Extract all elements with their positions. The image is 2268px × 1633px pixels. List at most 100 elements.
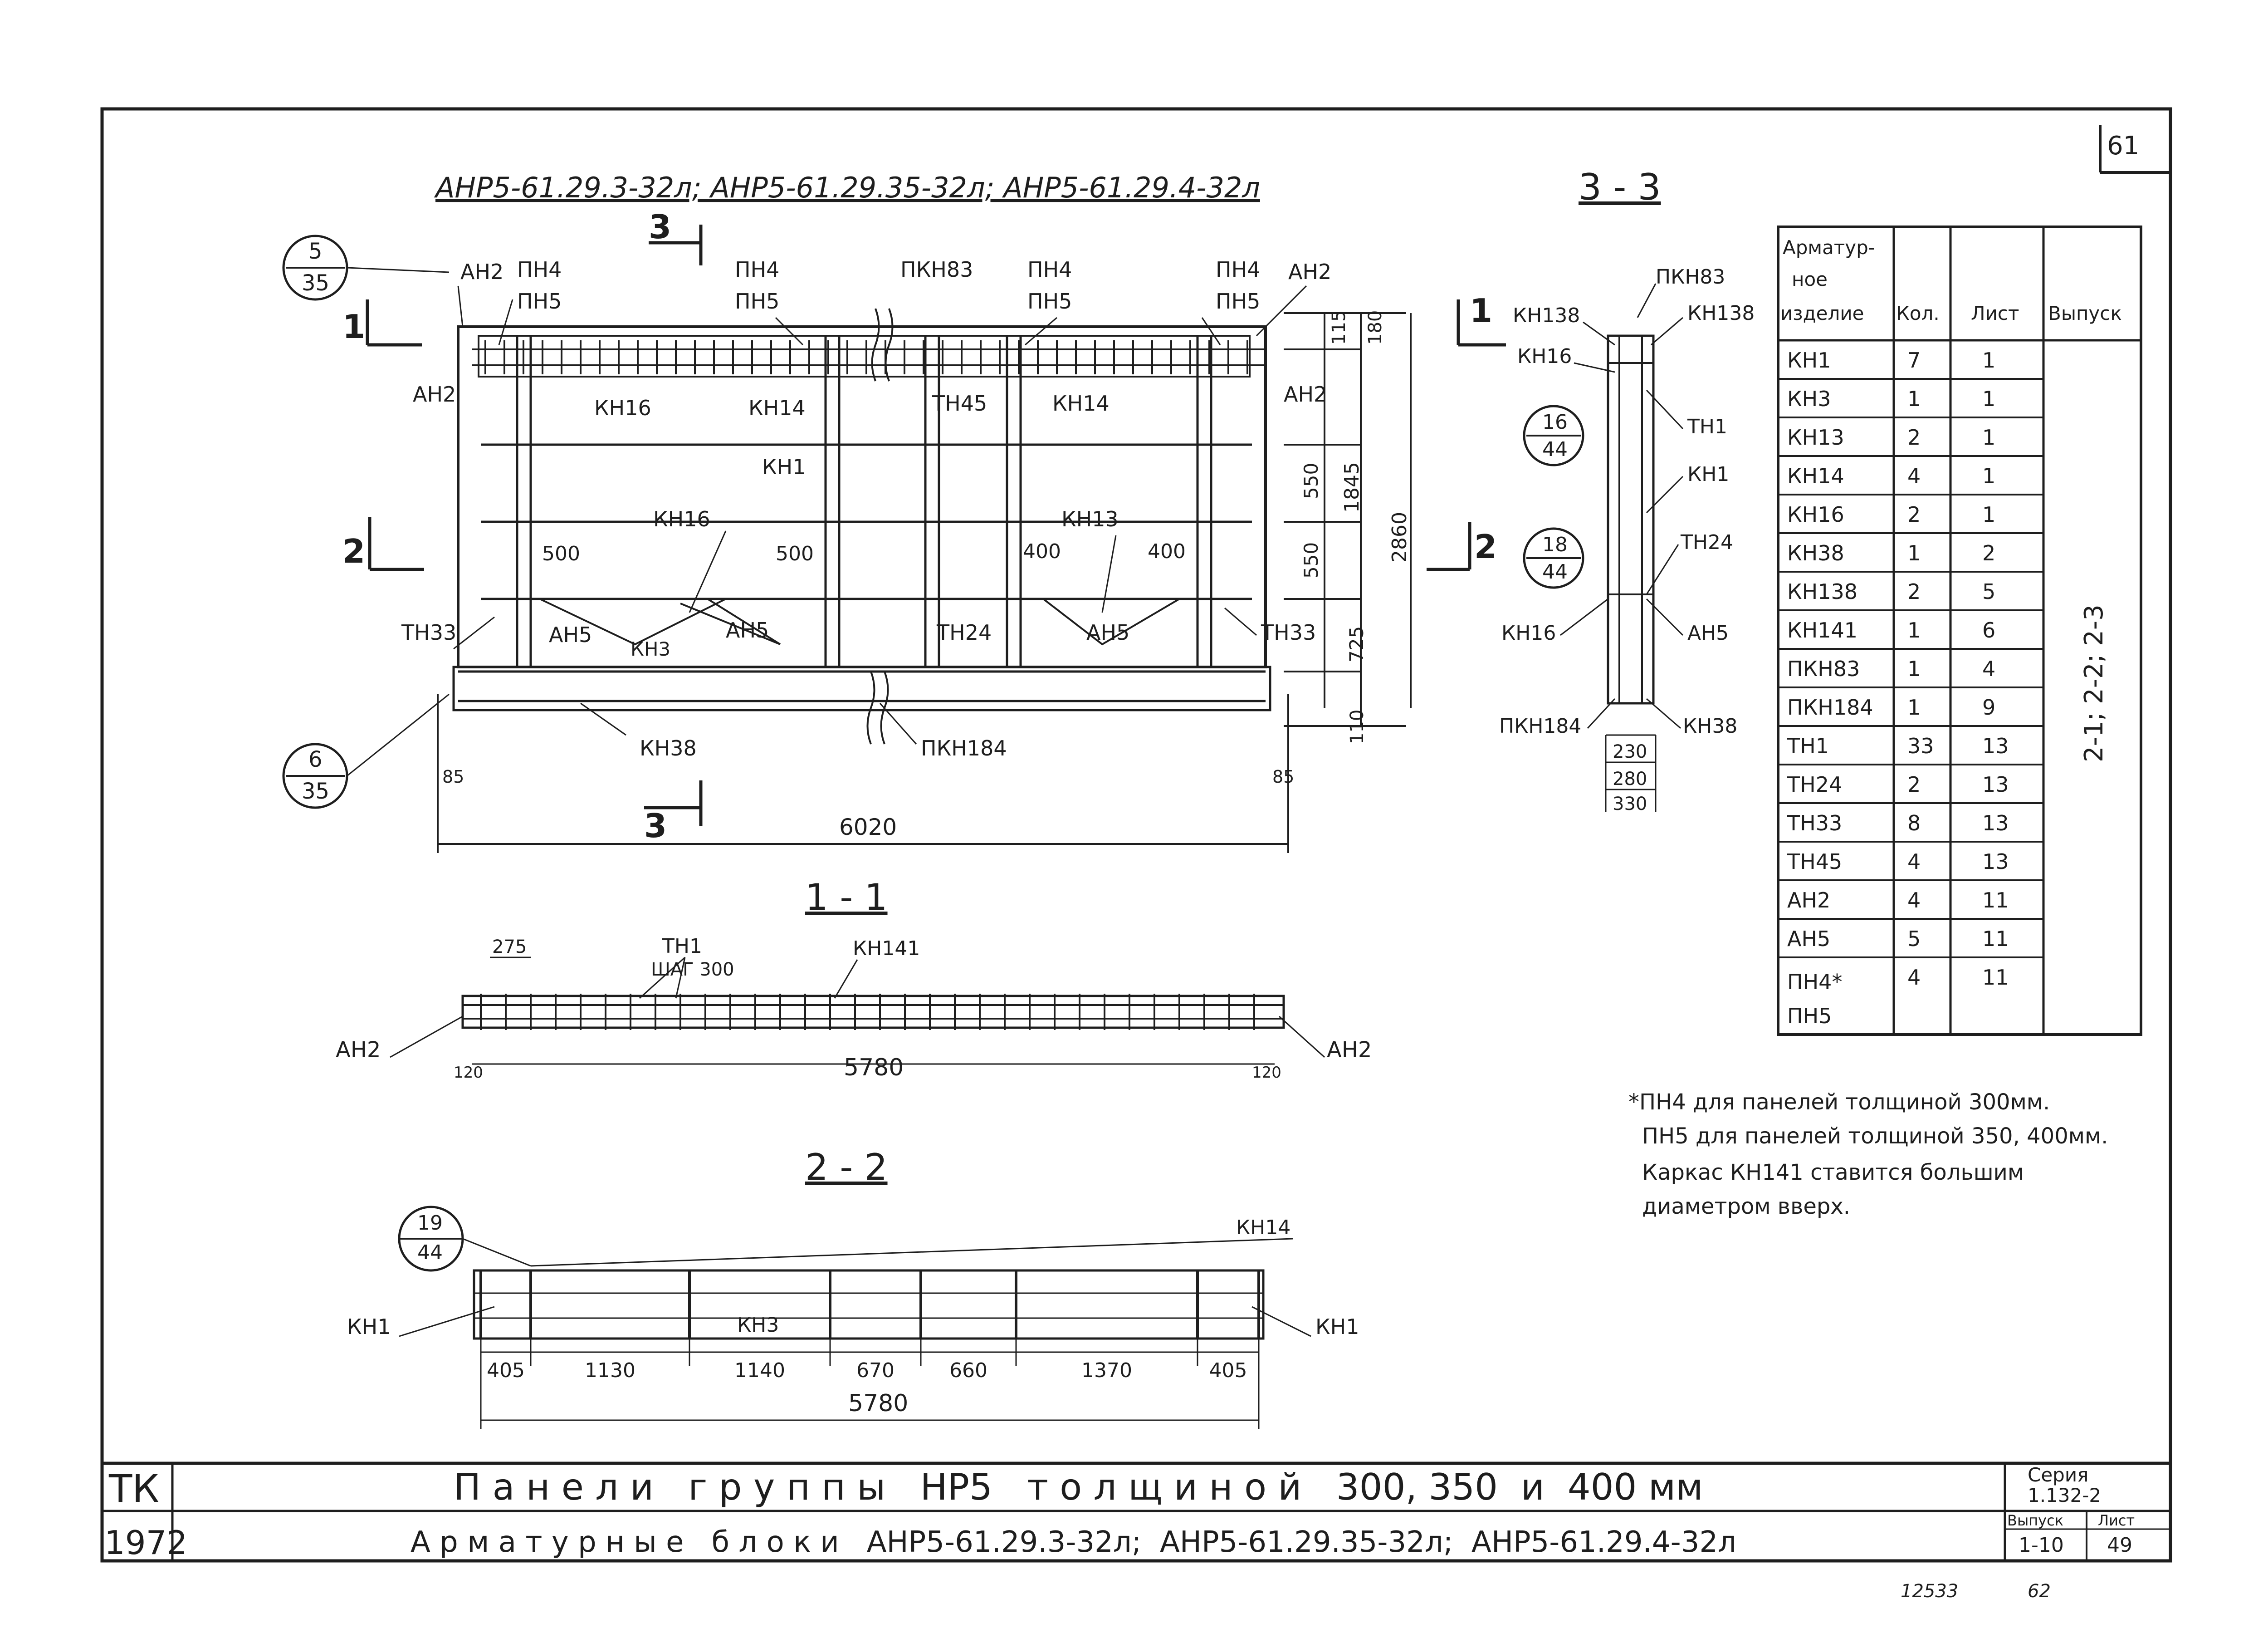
s22-dim: 405 bbox=[1209, 1359, 1247, 1382]
dim-180: 180 bbox=[1365, 310, 1386, 345]
release-value: 2-1; 2-2; 2-3 bbox=[2079, 604, 2109, 762]
callout-5-35: 5 35 bbox=[282, 235, 450, 301]
dim-110: 110 bbox=[1347, 710, 1368, 744]
s11-dim-120-left: 120 bbox=[454, 1064, 483, 1082]
spec-sheet: 1 bbox=[1982, 425, 1995, 450]
header-item-line3: изделие bbox=[1780, 302, 1864, 324]
spec-item: ПН5 bbox=[1787, 1004, 1832, 1028]
callout-19-44: 19 44 bbox=[398, 1206, 531, 1272]
label-ah2-right-mid: АН2 bbox=[1284, 382, 1327, 407]
svg-text:35: 35 bbox=[302, 270, 329, 296]
s33-kn138-left: КН138 bbox=[1513, 304, 1580, 327]
s11-tn1: ТН1 bbox=[662, 935, 702, 958]
spec-item: КН38 bbox=[1787, 541, 1844, 565]
callout-6-35: 6 35 bbox=[282, 693, 450, 809]
tb-series-value: 1.132-2 bbox=[2028, 1484, 2101, 1506]
spec-qty: 33 bbox=[1907, 734, 1934, 758]
bottom-beam bbox=[452, 666, 1271, 711]
spec-qty: 2 bbox=[1907, 425, 1921, 450]
dim-1845: 1845 bbox=[1340, 462, 1364, 513]
section-marker-3-top: 3 bbox=[649, 208, 703, 265]
label-pn4-4: ПН4 bbox=[1216, 257, 1260, 282]
vertical-frames bbox=[516, 336, 1212, 667]
tb-issue-label: Выпуск bbox=[2007, 1512, 2063, 1529]
label-kn16-mid: КН16 bbox=[653, 507, 710, 531]
spec-sheet: 2 bbox=[1982, 541, 1995, 565]
spec-qty: 2 bbox=[1907, 772, 1921, 797]
s22-dim: 1140 bbox=[734, 1359, 785, 1382]
dim-500-left: 500 bbox=[542, 542, 580, 565]
s11-ah2-left: АН2 bbox=[336, 1037, 381, 1063]
spec-sheet: 13 bbox=[1982, 734, 2009, 758]
section-marker-2-right: 2 bbox=[1427, 522, 1497, 571]
s33-width-dims bbox=[1605, 734, 1657, 812]
title-block: ТК 1972 П а н е л и г р у п п ы НР5 т о … bbox=[100, 1461, 2172, 1563]
section-2-2-frames bbox=[479, 1270, 1260, 1339]
leader-lines bbox=[453, 285, 1307, 745]
vertical-dimension-chain bbox=[1284, 312, 1412, 727]
s33-leaders bbox=[1560, 283, 1684, 729]
spec-sheet: 5 bbox=[1982, 579, 1995, 604]
dim-725: 725 bbox=[1345, 626, 1368, 662]
svg-text:35: 35 bbox=[302, 779, 329, 804]
tb-sheet-value: 49 bbox=[2107, 1534, 2132, 1557]
tb-series-label: Серия bbox=[2028, 1464, 2088, 1486]
label-kn1: КН1 bbox=[762, 455, 806, 479]
section-1-1-stirrups bbox=[480, 994, 1255, 1030]
s22-dim: 670 bbox=[856, 1359, 894, 1382]
label-an5-2: АН5 bbox=[726, 618, 769, 642]
s33-pkn83: ПКН83 bbox=[1656, 265, 1725, 289]
s22-kn3: КН3 bbox=[737, 1314, 779, 1337]
note-1: *ПН4 для панелей толщиной 300мм. bbox=[1628, 1089, 2050, 1115]
callout-18-44: 18 44 bbox=[1523, 527, 1584, 589]
drawing-title: АНР5-61.29.3-32л; АНР5-61.29.35-32л; АНР… bbox=[434, 171, 1260, 204]
s33-kn1: КН1 bbox=[1687, 463, 1729, 486]
spec-item: КН16 bbox=[1787, 502, 1844, 527]
tb-sheet-label: Лист bbox=[2098, 1512, 2135, 1529]
panel-outline bbox=[457, 325, 1267, 668]
spec-sheet: 1 bbox=[1982, 348, 1995, 373]
horizontal-bars bbox=[458, 443, 1266, 702]
spec-sheet: 1 bbox=[1982, 502, 1995, 527]
tb-subtitle: А р м а т у р н ы е б л о к и АНР5-61.29… bbox=[411, 1525, 1736, 1559]
svg-text:16: 16 bbox=[1542, 411, 1568, 434]
footer-number-a: 12533 bbox=[1901, 1581, 1958, 1602]
spec-item: ТН33 bbox=[1787, 811, 1842, 835]
spec-qty: 4 bbox=[1907, 965, 1921, 990]
svg-text:1: 1 bbox=[342, 308, 365, 346]
s22-dim: 1370 bbox=[1081, 1359, 1132, 1382]
s11-step: ШАГ 300 bbox=[651, 959, 734, 980]
section-1-1-title: 1 - 1 bbox=[805, 876, 888, 918]
tb-org: ТК bbox=[108, 1466, 159, 1511]
section-marker-3-bottom: 3 bbox=[644, 780, 703, 845]
label-pkn83: ПКН83 bbox=[900, 257, 973, 282]
section-marker-1-left: 1 bbox=[342, 299, 422, 347]
section-3-3-outline bbox=[1607, 334, 1655, 705]
spec-item: КН138 bbox=[1787, 579, 1857, 604]
s33-pkn184: ПКН184 bbox=[1499, 715, 1581, 738]
section-1-1: 1 - 1 275 ТН1 ШАГ 300 КН141 АН2 АН2 120 … bbox=[336, 876, 1372, 1082]
label-kn38: КН38 bbox=[640, 736, 697, 760]
dim-550-lower: 550 bbox=[1300, 542, 1322, 579]
header-qty: Кол. bbox=[1896, 302, 1940, 324]
note-3: Каркас КН141 ставится большим bbox=[1642, 1160, 2024, 1185]
label-kn3: КН3 bbox=[631, 638, 670, 660]
s33-kn138-right: КН138 bbox=[1687, 302, 1755, 325]
spec-sheet: 9 bbox=[1982, 695, 1995, 720]
header-release: Выпуск bbox=[2048, 302, 2122, 324]
label-pn5-4: ПН5 bbox=[1216, 289, 1260, 314]
sheet-number-box: 61 bbox=[2099, 125, 2170, 174]
s33-dim-230: 230 bbox=[1613, 741, 1647, 762]
s33-tn1: ТН1 bbox=[1687, 415, 1727, 438]
dim-400-right: 400 bbox=[1148, 540, 1186, 563]
s33-tn24: ТН24 bbox=[1680, 531, 1733, 554]
dim-550-upper: 550 bbox=[1300, 463, 1322, 499]
spec-qty: 4 bbox=[1907, 849, 1921, 874]
s33-dim-330: 330 bbox=[1613, 794, 1647, 814]
spec-item: ПКН184 bbox=[1787, 695, 1873, 720]
s11-ah2-right: АН2 bbox=[1327, 1037, 1372, 1063]
svg-text:19: 19 bbox=[417, 1211, 443, 1235]
spec-item: КН1 bbox=[1787, 348, 1831, 373]
label-tn33-left: ТН33 bbox=[401, 620, 456, 645]
s33-an5: АН5 bbox=[1687, 622, 1729, 645]
